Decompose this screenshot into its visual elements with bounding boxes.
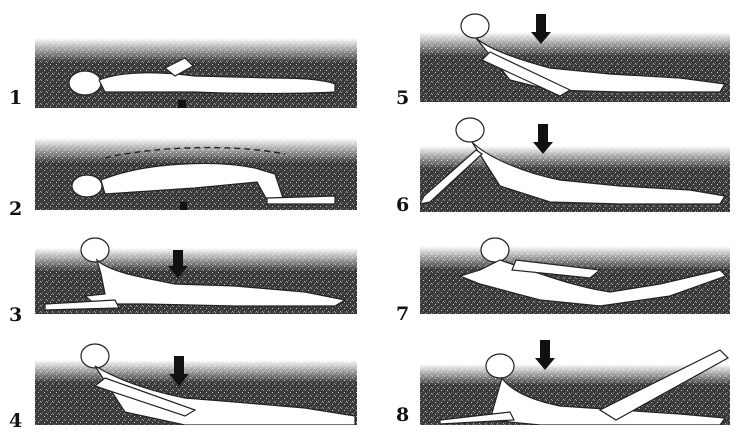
panel-number-7: 7 (396, 305, 409, 324)
exercise-panel-3 (35, 234, 357, 314)
exercise-panel-6 (420, 116, 730, 212)
exercise-panel-2 (35, 138, 357, 210)
down-arrow-icon (178, 100, 186, 108)
exercise-panel-5 (420, 10, 730, 102)
down-arrow-icon (180, 202, 187, 210)
panel-number-8: 8 (396, 406, 409, 425)
exercise-panel-8 (420, 340, 730, 425)
panel-number-1: 1 (9, 89, 22, 108)
panel-number-3: 3 (9, 306, 22, 325)
exercise-panel-7 (420, 230, 730, 314)
panel-number-6: 6 (396, 196, 409, 215)
panel-number-4: 4 (9, 412, 22, 431)
exercise-panel-4 (35, 342, 357, 425)
panel-number-5: 5 (396, 89, 409, 108)
exercise-panel-1 (35, 38, 357, 108)
panel-number-2: 2 (9, 200, 22, 219)
